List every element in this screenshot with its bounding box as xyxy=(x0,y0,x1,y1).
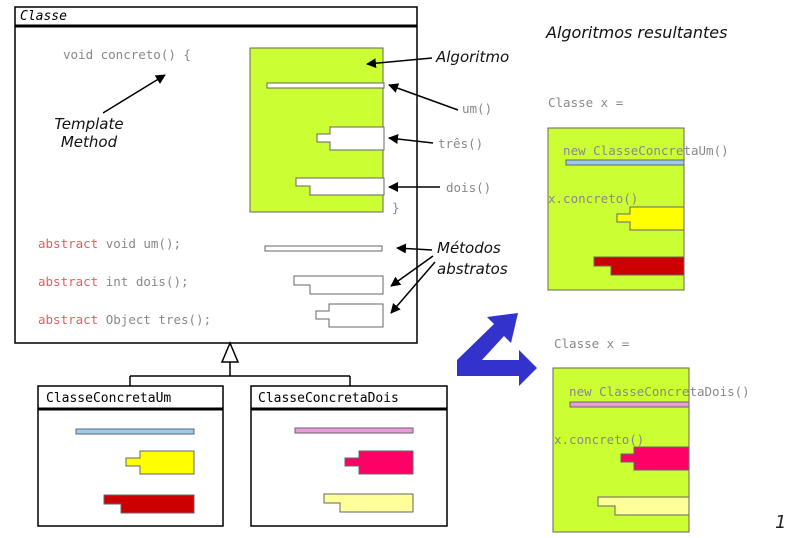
template-label-line2: Method xyxy=(60,133,118,151)
zigzag-arrow-icon xyxy=(457,313,537,386)
page-number: 1 xyxy=(775,512,786,533)
code-um-line2: new ClasseConcretaUm() xyxy=(548,143,729,158)
sub-um-tres xyxy=(125,450,195,475)
inheritance-triangle xyxy=(220,341,240,363)
result-dois-um xyxy=(569,401,690,408)
sub-dois-tres xyxy=(344,450,414,475)
code-dois-line2: new ClasseConcretaDois() xyxy=(554,384,750,399)
arrow-template xyxy=(102,74,166,114)
dois-label: dois() xyxy=(446,180,492,195)
method-close-brace: } xyxy=(392,200,400,215)
arrow-metodos-tres xyxy=(390,261,436,314)
sub-dois-title: ClasseConcretaDois xyxy=(258,391,399,406)
abstract-keyword: abstract xyxy=(38,274,99,289)
algoritmo-step-dois xyxy=(295,177,385,196)
method-concreto: void concreto() { xyxy=(63,47,191,62)
code-dois-line1: Classe x = xyxy=(554,336,630,351)
result-um-um xyxy=(565,159,685,166)
metodos-line1: Métodos xyxy=(437,239,501,257)
tres-label: três() xyxy=(438,136,484,151)
sub-dois-um xyxy=(294,427,414,434)
abstract-tres-sig: Object tres(); xyxy=(98,312,212,327)
result-dois-dois xyxy=(597,496,690,516)
algoritmo-step-um xyxy=(266,82,385,89)
abstract-dois-sig: int dois(); xyxy=(98,274,189,289)
code-block-dois: Classe x = new ClasseConcretaDois() x.co… xyxy=(554,304,750,464)
resultantes-title: Algoritmos resultantes xyxy=(546,23,728,42)
result-um-tres xyxy=(616,206,685,231)
arrow-tres xyxy=(388,134,434,144)
metodos-abstratos-label: Métodos abstratos xyxy=(437,238,508,280)
abstract-tres-line: abstract Object tres(); xyxy=(38,312,211,327)
sub-um-title: ClasseConcretaUm xyxy=(46,391,172,406)
result-dois-tres xyxy=(620,446,690,471)
sub-um-dois xyxy=(103,494,195,514)
abstract-dois-shape xyxy=(293,275,384,295)
metodos-line2: abstratos xyxy=(437,260,508,278)
abstract-dois-line: abstract int dois(); xyxy=(38,274,189,289)
abstract-tres-shape xyxy=(315,303,384,328)
arrow-algoritmo xyxy=(366,57,433,69)
um-label: um() xyxy=(462,101,493,116)
abstract-um-line: abstract void um(); xyxy=(38,236,181,251)
code-block-um: Classe x = new ClasseConcretaUm() x.conc… xyxy=(548,63,729,223)
template-label-line1: Template xyxy=(54,115,124,133)
code-um-line1: Classe x = xyxy=(548,95,624,110)
code-dois-line3: x.concreto() xyxy=(554,432,645,447)
arrow-metodos-um xyxy=(396,243,433,254)
classe-title: Classe xyxy=(20,9,67,24)
abstract-keyword: abstract xyxy=(38,236,99,251)
result-um-dois xyxy=(593,256,685,276)
abstract-um-sig: void um(); xyxy=(98,236,182,251)
template-method-label: Template Method xyxy=(54,115,124,151)
code-um-line3: x.concreto() xyxy=(548,191,639,206)
arrow-metodos-dois xyxy=(390,255,434,287)
algoritmo-label: Algoritmo xyxy=(436,48,510,66)
abstract-um-shape xyxy=(264,245,383,252)
sub-dois-dois xyxy=(323,493,414,513)
abstract-keyword: abstract xyxy=(38,312,99,327)
arrow-um xyxy=(388,83,459,111)
algoritmo-step-tres xyxy=(316,126,385,151)
sub-um-um xyxy=(75,428,195,435)
